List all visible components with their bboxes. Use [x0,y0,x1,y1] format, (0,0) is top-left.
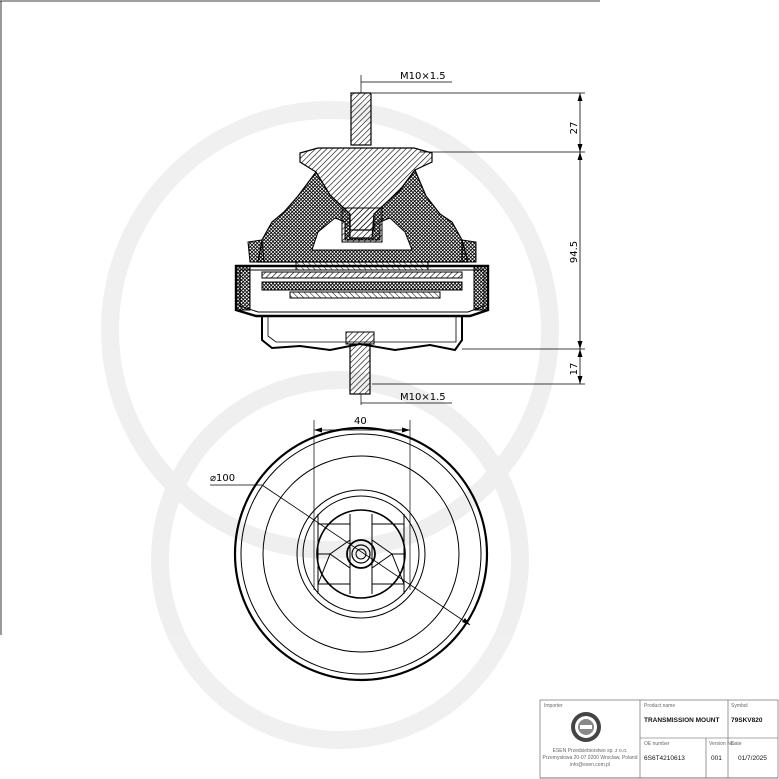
symbol-value: 79SKV820 [731,717,763,724]
importer-line-2: Przemysłowa 20-07 0200 Wroclaw, Poland [543,755,638,761]
dim-label-94-5: 94.5 [569,241,580,263]
symbol-label: Symbol [731,703,748,709]
product-name-label: Product name [644,703,675,709]
date-label: Date [731,741,742,747]
section-view [234,92,490,395]
oe-number-label: OE number [644,741,670,747]
dim-label-diameter: ⌀100 [210,473,235,484]
dim-label-17: 17 [569,363,580,376]
gear-logo-icon [571,712,601,742]
bottom-stud [345,331,375,345]
oe-number-value: 6S6T4210613 [644,755,685,762]
sheet-frame [0,0,600,635]
watermark [101,101,559,749]
importer-line-1: ESEN Przedsiebiorstwo sp. z o.o. [553,748,628,754]
top-view [233,426,489,682]
dim-label-40: 40 [354,416,367,427]
section-dimensions [360,75,585,405]
date-value: 01/7/2025 [738,755,767,762]
dim-label-27: 27 [569,122,580,135]
top-stud [350,92,372,146]
version-label: Version No. [709,741,735,747]
importer-label: Importer [544,703,563,709]
product-name-value: TRANSMISSION MOUNT [644,717,720,724]
importer-line-3: info@esen.com.pl [570,762,610,768]
thread-label-top: M10×1.5 [400,71,446,82]
version-value: 001 [711,755,722,762]
top-view-dimensions [210,420,471,626]
thread-label-bottom: M10×1.5 [400,392,446,403]
title-block [539,699,779,779]
spoke-segments [317,514,405,594]
